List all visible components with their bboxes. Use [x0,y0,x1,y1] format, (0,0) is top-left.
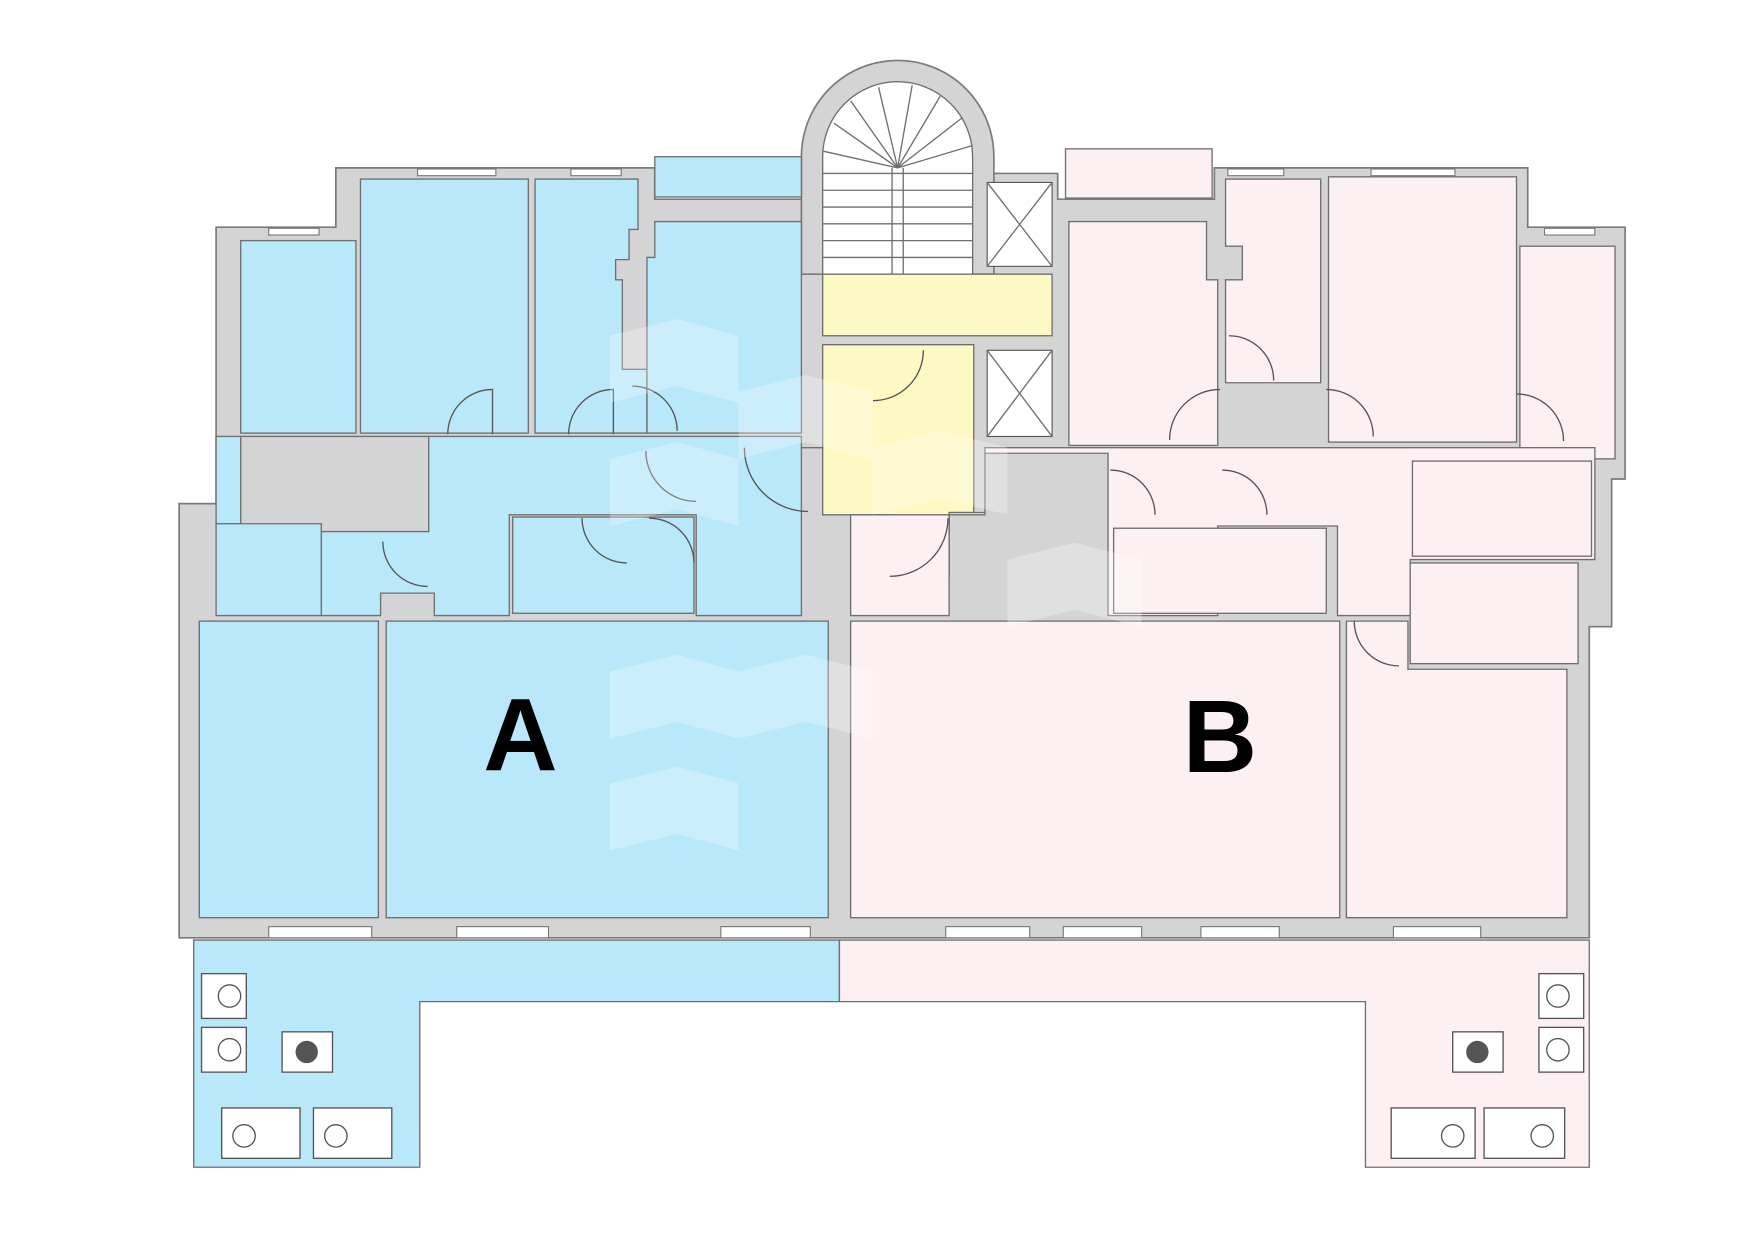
elevator-shaft-lower [986,349,1053,438]
unit-a-room [646,220,803,434]
unit-a-bathroom [511,516,695,614]
windows [268,168,1596,939]
unit-a [193,156,841,1168]
unit-a-bedroom [198,620,380,919]
unit-b-room [1411,460,1593,557]
terrace-furniture-b [1390,972,1585,1159]
terrace-furniture-a [200,972,393,1159]
unit-a-balcony [654,156,803,198]
unit-b-room [1409,562,1579,665]
unit-b-room [1519,245,1616,460]
unit-a-room [359,178,530,434]
unit-a-living-room [385,620,829,919]
unit-b-room [1068,220,1219,447]
unit-b-living-room [849,620,1341,919]
unit-b [838,148,1616,1168]
coffee-table-icon [281,1031,334,1073]
unit-b-room [1327,176,1518,443]
elevator-shaft-upper [986,181,1053,267]
unit-b-label: B [1183,679,1257,794]
unit-b-bedroom [1345,620,1568,919]
staircase [800,59,995,276]
watermark-logo [610,318,1142,851]
unit-b-bathroom [1112,527,1327,614]
unit-a-label: A [483,677,557,792]
unit-a-room [215,523,322,617]
door-swings [382,335,1565,667]
unit-b-room [1224,178,1322,384]
unit-b-balcony [1064,148,1213,199]
unit-a-room [240,239,357,434]
unit-b-hallway [849,446,1596,617]
